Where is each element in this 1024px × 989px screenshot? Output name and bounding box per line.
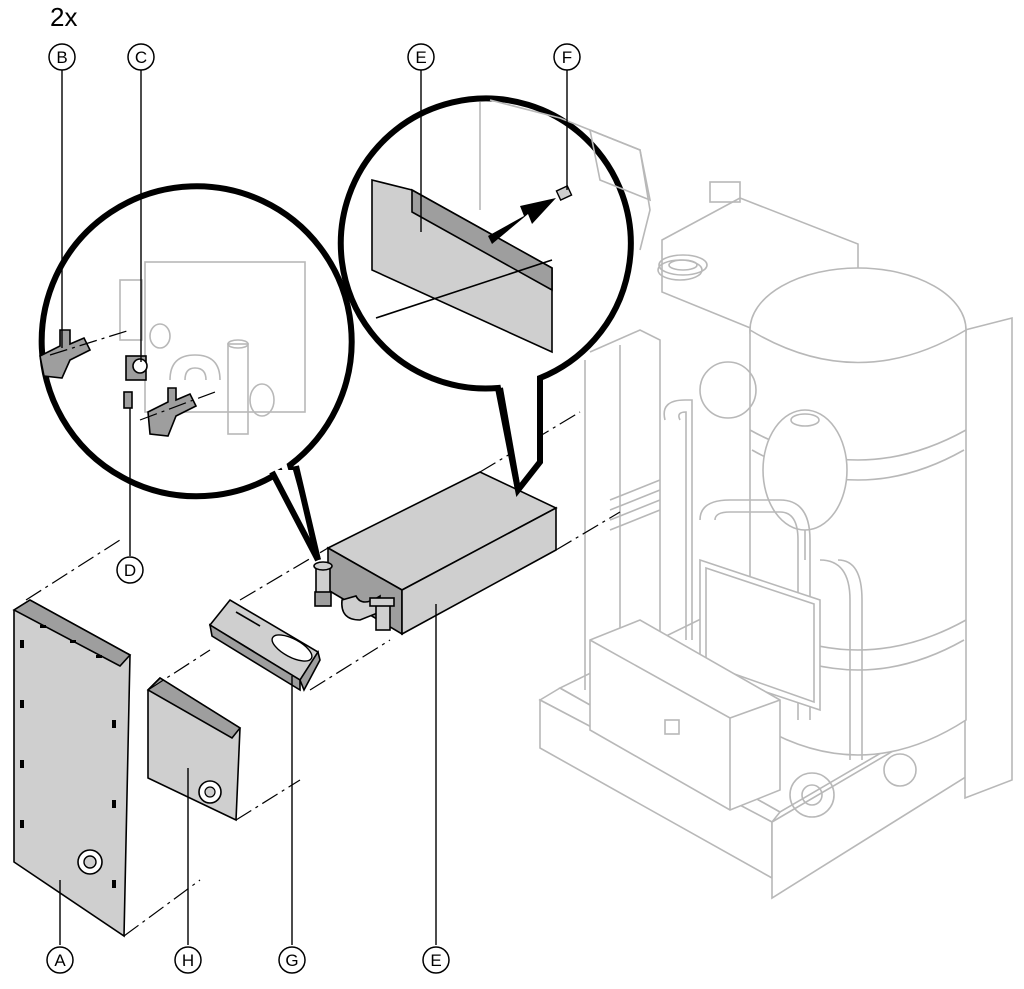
callout-f: F — [553, 43, 581, 71]
callout-a-label: A — [54, 951, 66, 970]
callout-g: G — [278, 946, 306, 974]
cover-h — [146, 676, 242, 822]
callout-e-top-label: E — [415, 48, 426, 67]
bracket-g — [208, 598, 321, 692]
assembly-lines — [25, 411, 621, 937]
callout-h: H — [174, 946, 202, 974]
callout-d: D — [116, 556, 144, 584]
detail-bubble-left — [38, 183, 355, 562]
callout-a: A — [46, 946, 74, 974]
quantity-note: 2x — [50, 2, 78, 32]
detail-bubble-right — [337, 95, 703, 497]
callout-e-top: E — [407, 43, 435, 71]
callout-h-label: H — [182, 951, 194, 970]
side-panel-a — [12, 599, 132, 938]
callout-g-label: G — [285, 951, 298, 970]
appliance-housing — [538, 181, 1013, 900]
callout-d-label: D — [124, 561, 136, 580]
callout-c: C — [127, 43, 155, 71]
arrow-icon — [488, 198, 556, 244]
callout-b-label: B — [56, 48, 67, 67]
callout-e-bottom: E — [422, 946, 450, 974]
callout-b: B — [48, 43, 76, 71]
callout-f-label: F — [562, 48, 572, 67]
callout-c-label: C — [135, 48, 147, 67]
callout-e-bottom-label: E — [430, 951, 441, 970]
heat-exchanger-module-e — [313, 471, 558, 636]
leader-lines — [59, 70, 568, 945]
